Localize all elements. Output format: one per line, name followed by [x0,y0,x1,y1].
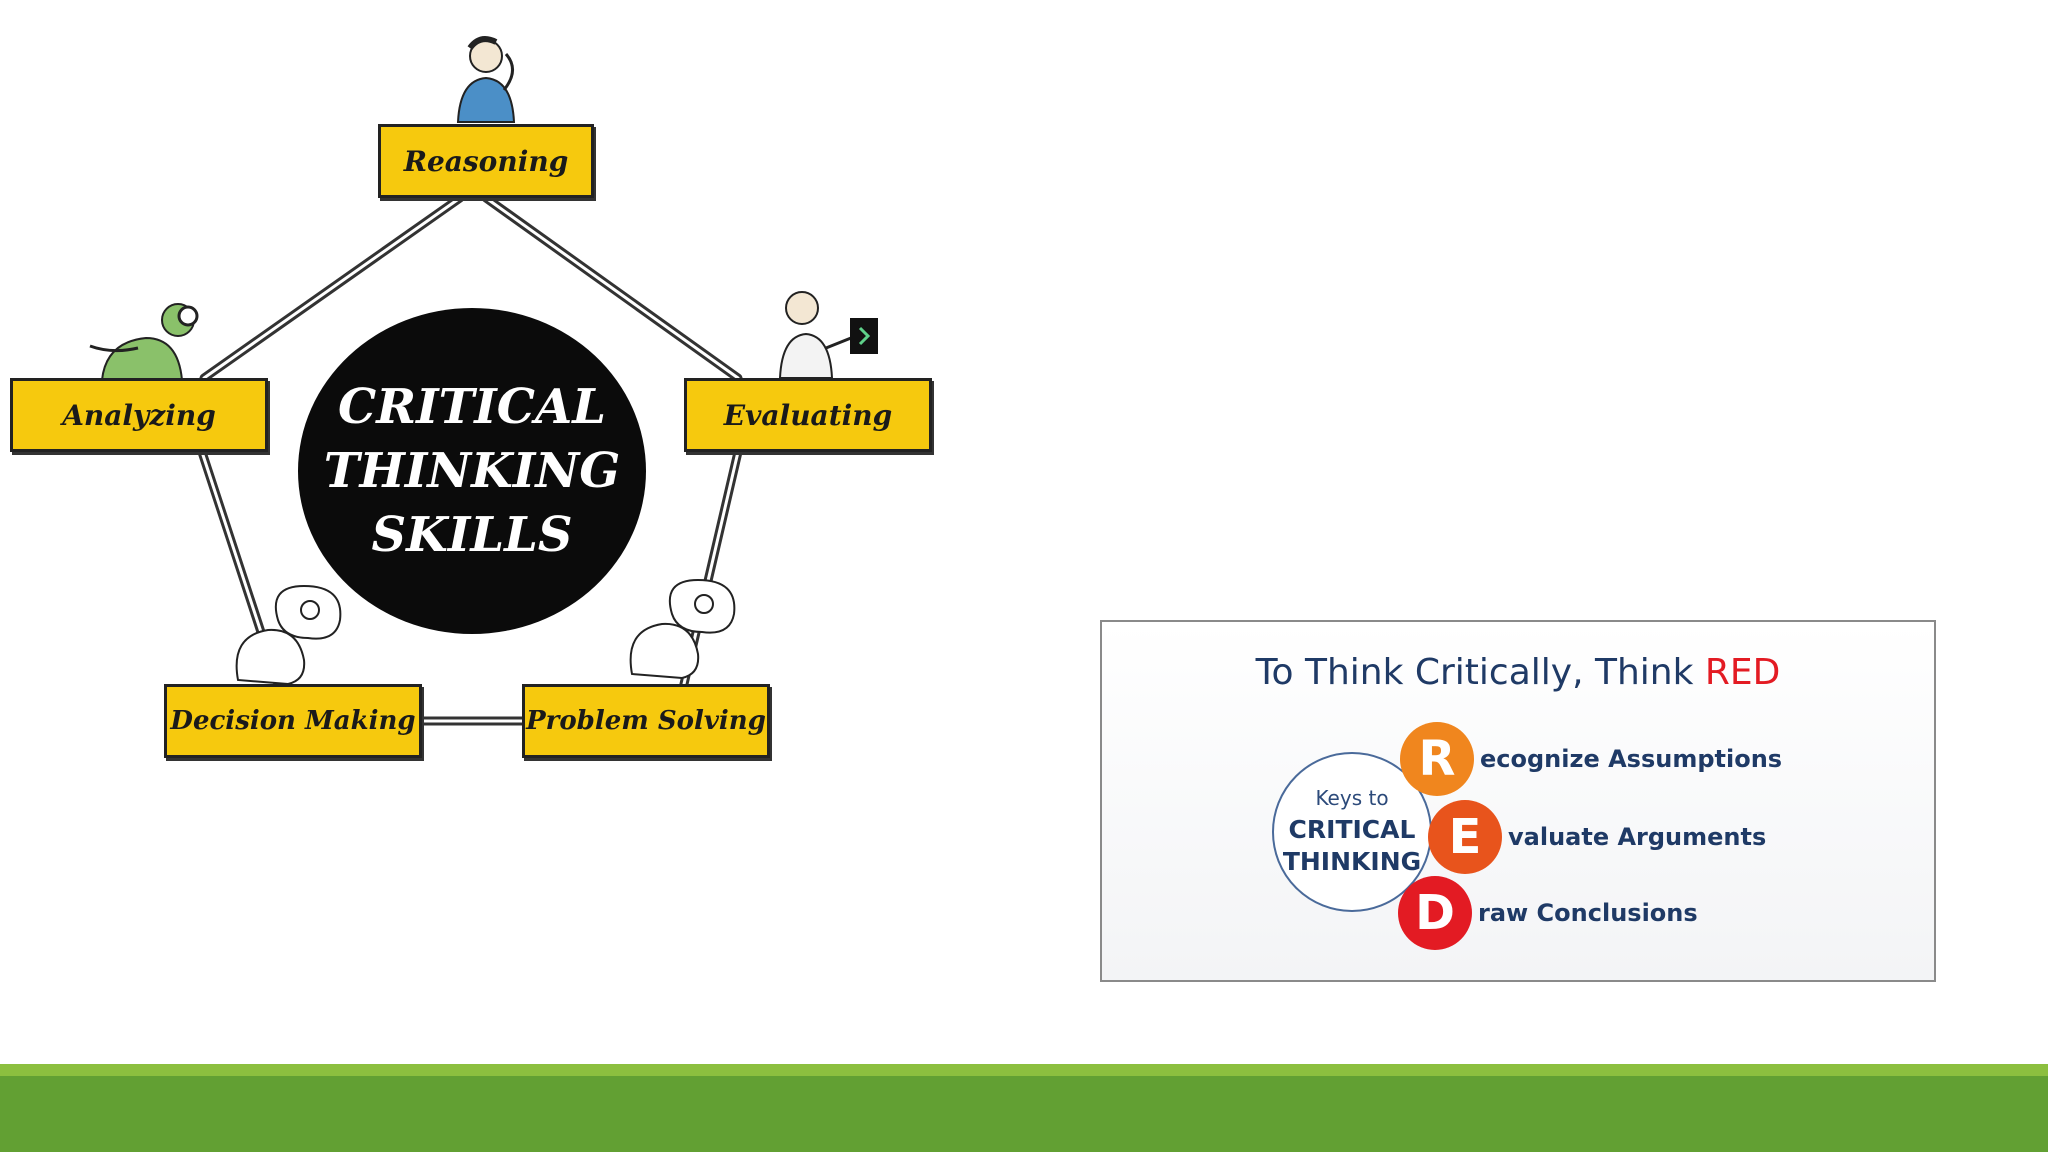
red-item-text: ecognize Assumptions [1480,745,1783,773]
node-decision-making: Decision Making [164,684,422,758]
center-line-2: THINKING [323,443,621,499]
evaluator-figure-icon [778,291,878,379]
node-problem-solving: Problem Solving [522,684,770,758]
keys-small-text: Keys to [1315,786,1389,810]
center-line-1: CRITICAL [338,379,606,435]
critical-thinking-diagram: CRITICAL THINKING SKILLS Reasoning Analy… [0,0,960,800]
keys-line-2: THINKING [1282,847,1422,876]
letter-r-badge: R [1400,722,1474,796]
critical-thinking-center: CRITICAL THINKING SKILLS [298,308,646,634]
idea-bulb-left-icon [235,584,342,686]
connector-lines [197,193,743,726]
red-card-title: To Think Critically, Think RED [1102,652,1934,693]
node-analyzing: Analyzing [10,378,268,452]
thinker-figure-icon [456,36,516,123]
red-title-accent: RED [1704,652,1781,693]
keys-circle: Keys to CRITICAL THINKING [1272,752,1432,912]
analyzer-figure-icon [89,303,199,381]
keys-line-1: CRITICAL [1288,815,1416,844]
red-item-text: valuate Arguments [1508,823,1767,851]
idea-bulb-right-icon [629,578,736,680]
red-item-evaluate: E valuate Arguments [1428,800,1766,874]
node-evaluating: Evaluating [684,378,932,452]
center-line-3: SKILLS [371,507,573,563]
letter-e-badge: E [1428,800,1502,874]
red-item-draw: D raw Conclusions [1398,876,1698,950]
letter-d-badge: D [1398,876,1472,950]
node-reasoning: Reasoning [378,124,594,198]
red-title-prefix: To Think Critically, Think [1255,652,1705,693]
footer-accent-stripe [0,1064,2048,1076]
think-red-card: To Think Critically, Think RED Keys to C… [1100,620,1936,982]
red-item-recognize: R ecognize Assumptions [1400,722,1782,796]
red-item-text: raw Conclusions [1478,899,1698,927]
footer-bar [0,1076,2048,1152]
